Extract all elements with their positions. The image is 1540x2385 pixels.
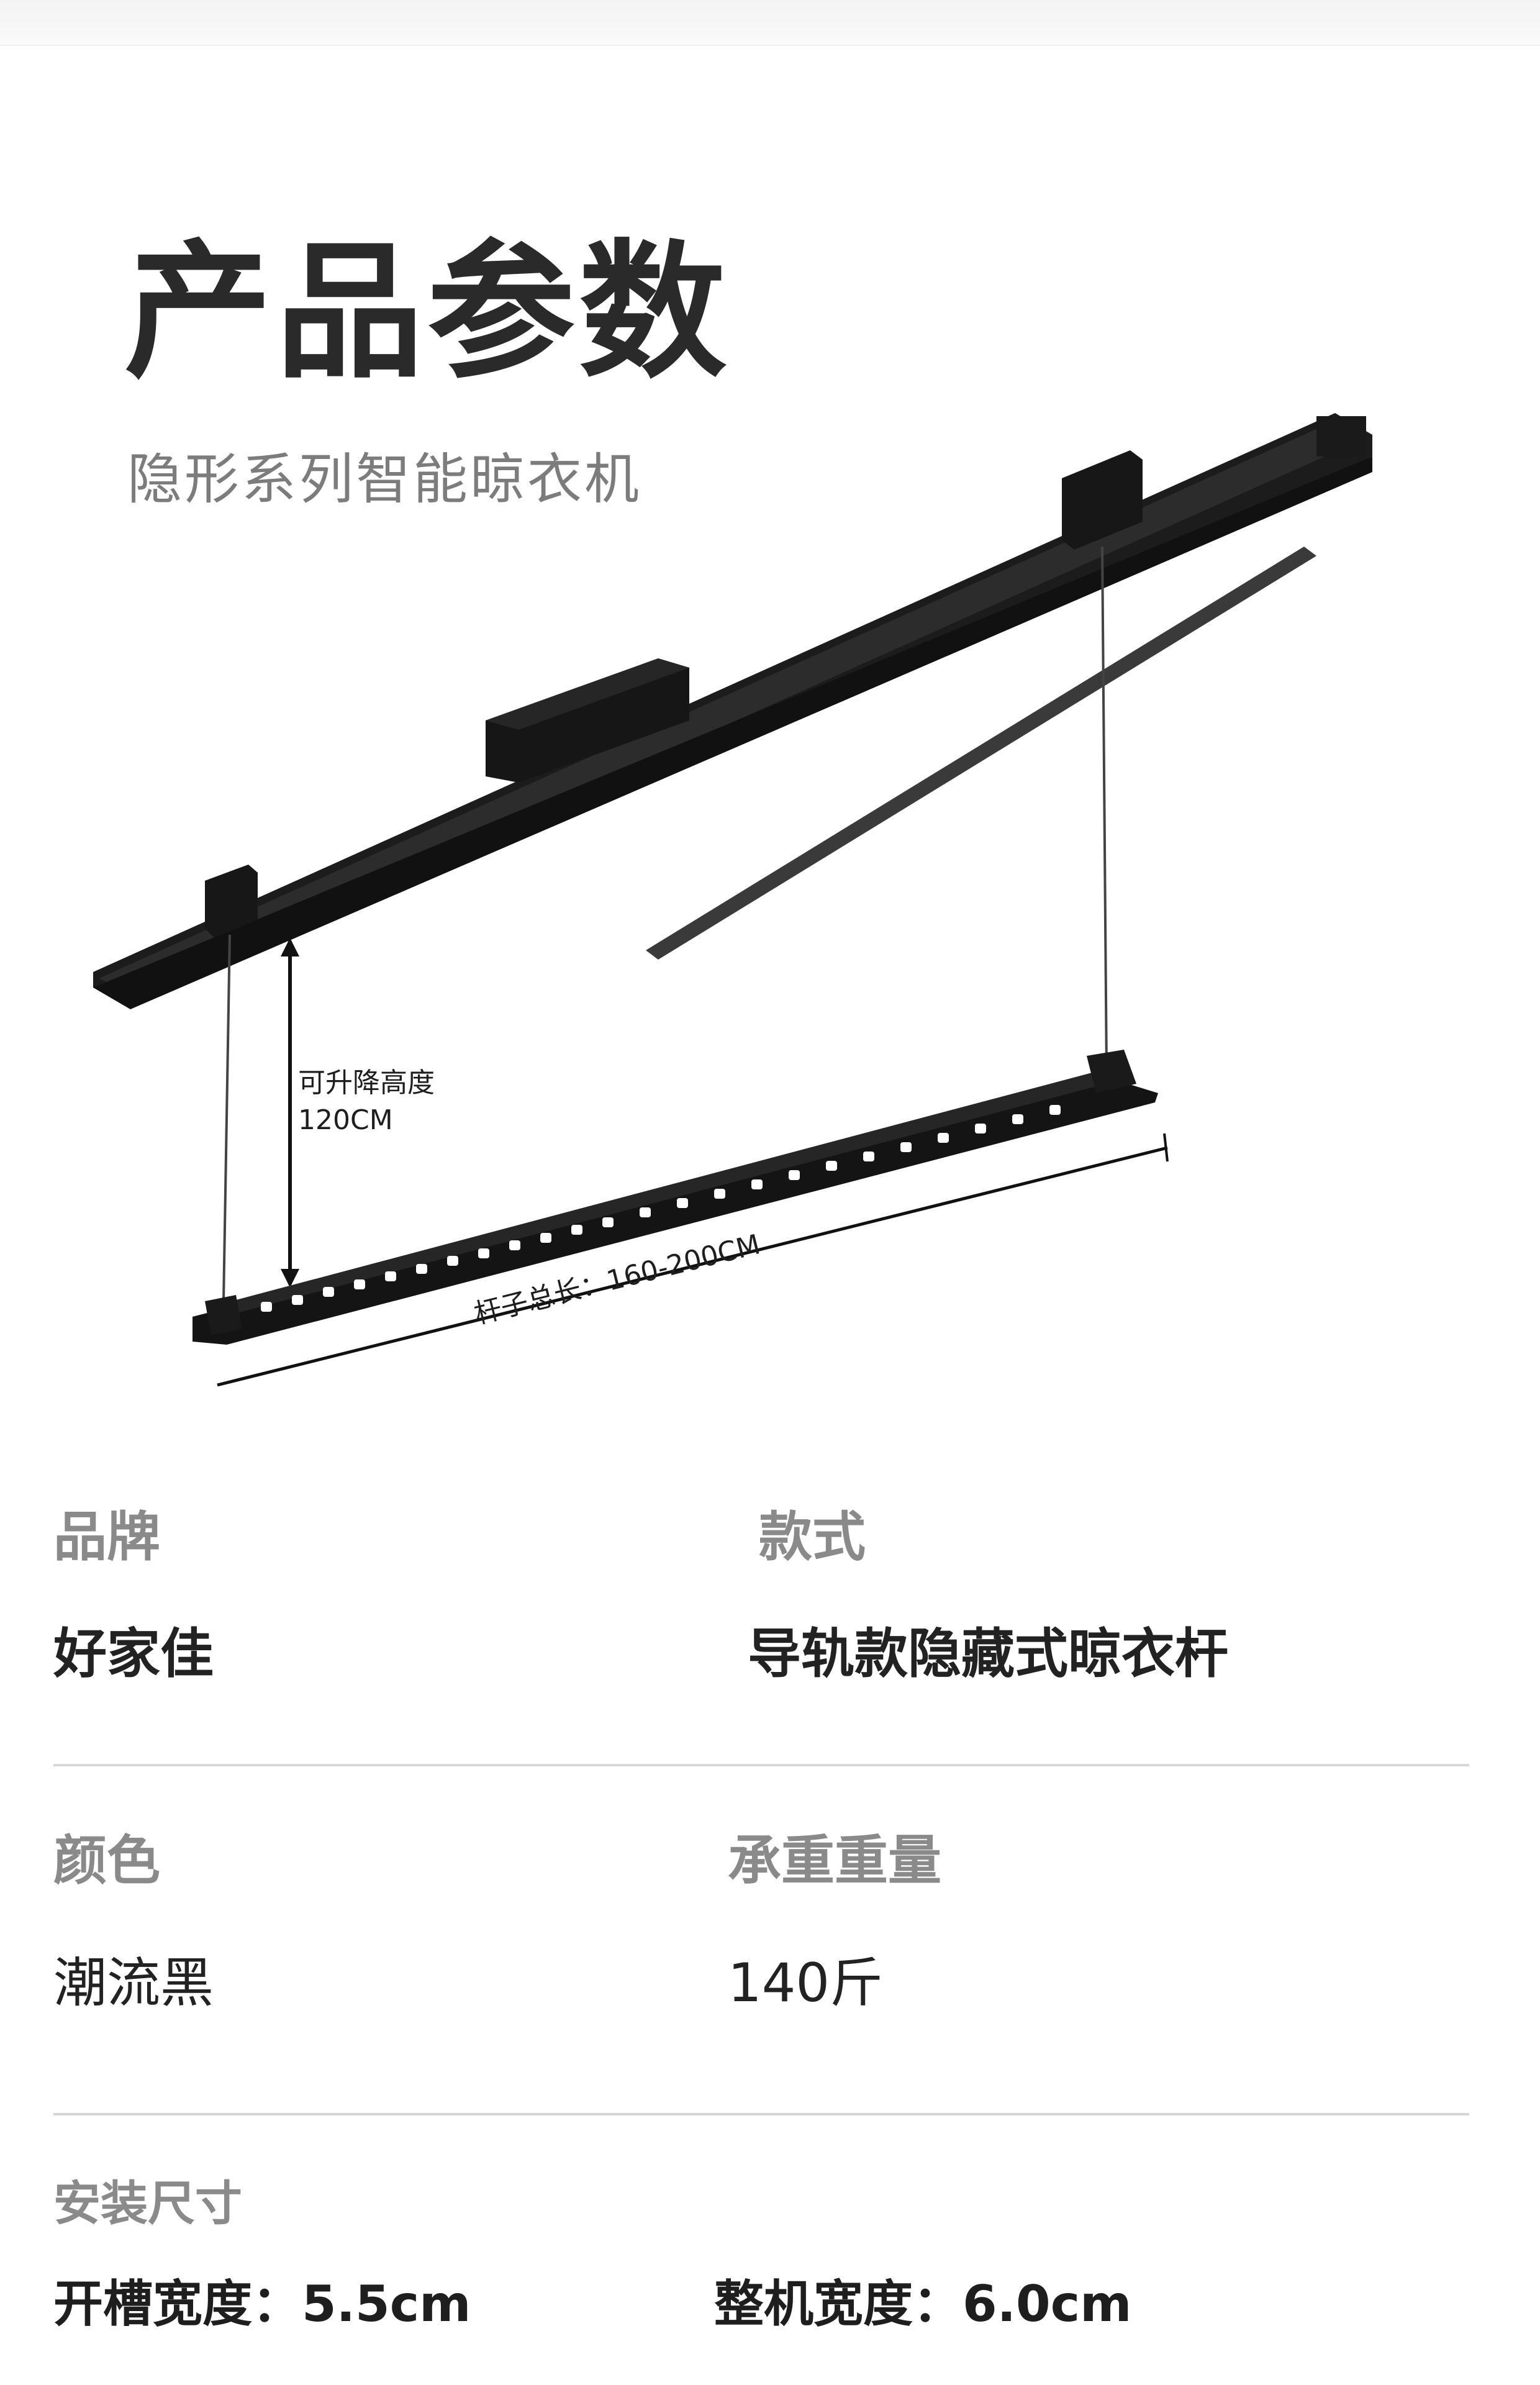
top-bar (0, 0, 1540, 46)
load-label: 承重重量 (728, 1830, 941, 1892)
height-label-line1: 可升降高度 (298, 1067, 435, 1099)
slot-width-value: 开槽宽度：5.5cm (53, 2275, 471, 2333)
brand-value: 好家佳 (53, 1623, 214, 1685)
color-value: 潮流黑 (53, 1952, 214, 2014)
drying-bar (192, 1050, 1158, 1345)
rail-bracket-left (205, 865, 258, 938)
page-title: 产品参数 (124, 227, 730, 399)
divider-2 (53, 2113, 1469, 2115)
machine-width-value: 整机宽度：6.0cm (714, 2275, 1132, 2333)
style-value: 导轨款隐藏式晾衣杆 (748, 1623, 1228, 1685)
height-label-line2: 120CM (298, 1104, 393, 1136)
style-label: 款式 (759, 1506, 866, 1568)
divider-1 (53, 1764, 1469, 1766)
ceiling-rail (93, 413, 1372, 1009)
rail-bracket-right (1062, 450, 1143, 550)
page-subtitle: 隐形系列智能晾衣机 (127, 447, 642, 511)
length-dimension-line (217, 1133, 1169, 1387)
load-value: 140斤 (728, 1952, 884, 2014)
color-label: 颜色 (53, 1830, 160, 1892)
brand-label: 品牌 (53, 1506, 160, 1568)
product-illustration (93, 413, 1372, 1387)
suspension-wires (222, 546, 1108, 1302)
motor-box (486, 658, 689, 783)
drying-bar-holes (261, 1105, 1061, 1312)
install-size-label: 安装尺寸 (53, 2176, 242, 2231)
height-arrow (281, 938, 299, 1288)
